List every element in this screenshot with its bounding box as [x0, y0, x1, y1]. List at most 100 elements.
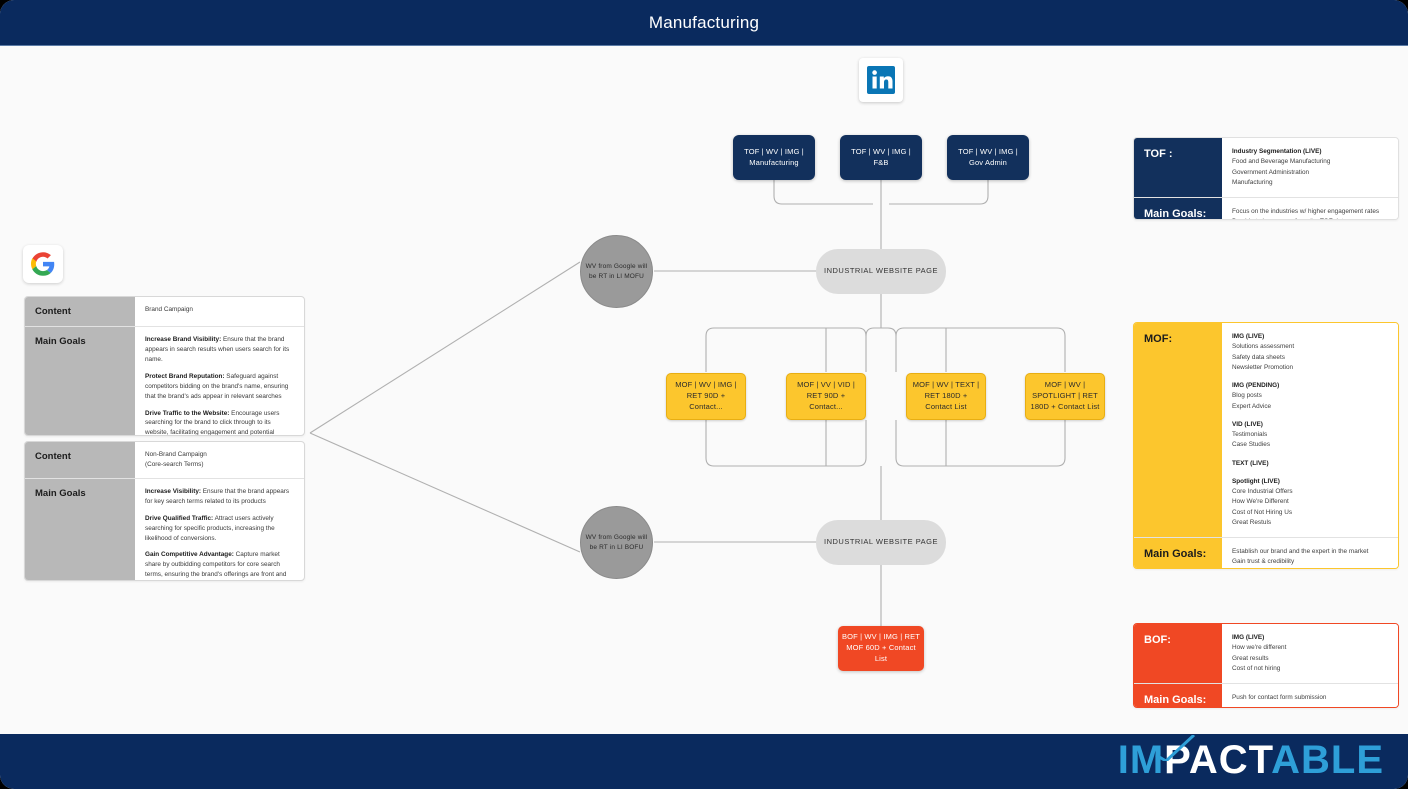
node-label: MOF | WV | SPOTLIGHT | RET 180D + Contac…	[1030, 380, 1100, 411]
table-brand-campaign: Content Brand Campaign Main Goals Increa…	[24, 296, 305, 436]
node-tof-gov-admin[interactable]: TOF | WV | IMG | Gov Admin	[947, 135, 1029, 180]
table-non-brand-campaign: Content Non-Brand Campaign (Core-search …	[24, 441, 305, 581]
legend-group-title: Spotlight (LIVE)	[1232, 477, 1280, 485]
goal-title: Protect Brand Reputation:	[145, 372, 225, 380]
node-circle-bofu[interactable]: WV from Google will be RT in LI BOFU	[580, 506, 653, 579]
node-tof-manufacturing[interactable]: TOF | WV | IMG | Manufacturing	[733, 135, 815, 180]
legend-group-title: VID (LIVE)	[1232, 420, 1263, 428]
footer-bar: IMPACTABLE	[0, 734, 1408, 789]
legend-group-line: Case Studies	[1232, 441, 1271, 449]
impactable-logo: IMPACTABLE	[1118, 735, 1384, 783]
logo-wordmark: IMPACTABLE	[1118, 740, 1384, 780]
legend-group-line: Great Restuls	[1232, 518, 1272, 526]
legend-goal-line: Focus on the industries w/ higher engage…	[1232, 208, 1380, 215]
legend-group: VID (LIVE) Testimonials Case Studies	[1232, 420, 1388, 451]
goal-title: Drive Qualified Traffic:	[145, 514, 214, 522]
legend-group: Spotlight (LIVE) Core Industrial Offers …	[1232, 477, 1388, 528]
goal-title: Drive Traffic to the Website:	[145, 409, 230, 417]
legend-group: IMG (PENDING) Blog posts Expert Advice	[1232, 381, 1388, 412]
legend-group-line: Newsletter Promotion	[1232, 363, 1294, 371]
node-label: INDUSTRIAL WEBSITE PAGE	[823, 266, 939, 276]
node-label: MOF | WV | IMG | RET 90D + Contact...	[675, 380, 737, 411]
legend-key-mof: MOF:	[1134, 323, 1222, 537]
table-key-main-goals: Main Goals	[25, 327, 135, 435]
table-row: Content Non-Brand Campaign (Core-search …	[25, 442, 304, 478]
legend-value-main-goals: Establish our brand and the expert in th…	[1222, 538, 1398, 568]
legend-group-title: TEXT (LIVE)	[1232, 459, 1269, 467]
legend-group-line: Cost of not hiring	[1232, 664, 1281, 672]
legend-group-line: Cost of Not Hiring Us	[1232, 508, 1293, 516]
node-mof-img[interactable]: MOF | WV | IMG | RET 90D + Contact...	[666, 373, 746, 420]
goal-item: Increase Visibility: Ensure that the bra…	[145, 487, 294, 507]
goal-text: Attract users actively searching for spe…	[145, 514, 275, 542]
legend-value-main-goals: Push for contact form submission	[1222, 684, 1398, 707]
node-label: MOF | WV | TEXT | RET 180D + Contact Lis…	[912, 380, 980, 411]
node-mof-vid[interactable]: MOF | VV | VID | RET 90D + Contact...	[786, 373, 866, 420]
legend-group-line: Government Administration	[1232, 168, 1310, 176]
legend-group-line: Core Industrial Offers	[1232, 488, 1293, 495]
legend-group-line: Testimonials	[1232, 431, 1268, 438]
legend-goal-line: Establish our brand and the expert in th…	[1232, 548, 1369, 555]
legend-group-title: IMG (LIVE)	[1232, 634, 1265, 641]
table-value-content: Brand Campaign	[145, 306, 193, 313]
legend-group: Industry Segmentation (LIVE) Food and Be…	[1232, 147, 1388, 188]
table-value-content: Non-Brand Campaign (Core-search Terms)	[145, 451, 207, 468]
legend-group-line: How We're Different	[1232, 498, 1289, 506]
legend-value-main-goals: Focus on the industries w/ higher engage…	[1222, 198, 1398, 219]
legend-group-line: Safety data sheets	[1232, 353, 1285, 361]
legend-row: Main Goals: Establish our brand and the …	[1134, 537, 1398, 568]
legend-value-tof: Industry Segmentation (LIVE) Food and Be…	[1222, 138, 1398, 197]
goal-title: Increase Brand Visibility:	[145, 336, 222, 343]
logo-part-3: ABLE	[1271, 738, 1384, 782]
legend-group: IMG (LIVE) How we're different Great res…	[1232, 633, 1388, 674]
goal-item: Drive Traffic to the Website: Encourage …	[145, 409, 294, 436]
linkedin-icon	[859, 58, 903, 102]
legend-group-title: IMG (LIVE)	[1232, 333, 1265, 340]
table-key-content: Content	[25, 442, 135, 478]
legend-group-line: Expert Advice	[1232, 402, 1272, 410]
legend-group-line: Food and Beverage Manufacturing	[1232, 158, 1331, 166]
legend-row: TOF : Industry Segmentation (LIVE) Food …	[1134, 138, 1398, 197]
node-mof-spotlight[interactable]: MOF | WV | SPOTLIGHT | RET 180D + Contac…	[1025, 373, 1105, 420]
table-value-main-goals: Increase Brand Visibility: Ensure that t…	[135, 327, 304, 436]
legend-key-bof: BOF:	[1134, 624, 1222, 683]
node-label: TOF | WV | IMG | Gov Admin	[958, 146, 1018, 167]
goal-text: Ensure that the brand appears in search …	[145, 336, 290, 363]
goal-title: Increase Visibility:	[145, 487, 202, 495]
node-label: TOF | WV | IMG | F&B	[851, 146, 911, 167]
node-circle-mofu[interactable]: WV from Google will be RT in LI MOFU	[580, 235, 653, 308]
node-label: BOF | WV | IMG | RET MOF 60D + Contact L…	[842, 632, 921, 663]
table-key-main-goals: Main Goals	[25, 478, 135, 580]
node-label: WV from Google will be RT in LI MOFU	[585, 262, 648, 280]
node-tof-fb[interactable]: TOF | WV | IMG | F&B	[840, 135, 922, 180]
node-industrial-website-page-bottom[interactable]: INDUSTRIAL WEBSITE PAGE	[816, 520, 946, 565]
node-label: INDUSTRIAL WEBSITE PAGE	[823, 537, 939, 547]
header-bar: Manufacturing	[0, 0, 1408, 46]
legend-group-line: Solutions assessment	[1232, 343, 1295, 351]
legend-goal-line: Push for contact form submission	[1232, 694, 1327, 701]
node-bof-img[interactable]: BOF | WV | IMG | RET MOF 60D + Contact L…	[838, 626, 924, 671]
goal-item: Protect Brand Reputation: Safeguard agai…	[145, 372, 294, 402]
goal-text: Ensure that the brand appears for key se…	[145, 487, 290, 505]
table-row: Main Goals Increase Visibility: Ensure t…	[25, 477, 304, 580]
node-label: TOF | WV | IMG | Manufacturing	[744, 146, 804, 167]
node-label: WV from Google will be RT in LI BOFU	[585, 533, 648, 551]
node-industrial-website-page-top[interactable]: INDUSTRIAL WEBSITE PAGE	[816, 249, 946, 294]
legend-tof: TOF : Industry Segmentation (LIVE) Food …	[1133, 137, 1399, 220]
logo-part-2: PACT	[1164, 738, 1272, 782]
legend-group: TEXT (LIVE)	[1232, 459, 1388, 469]
legend-group: IMG (LIVE) Solutions assessment Safety d…	[1232, 332, 1388, 373]
legend-value-bof: IMG (LIVE) How we're different Great res…	[1222, 624, 1398, 683]
goal-text: Encourage users searching for the brand …	[145, 409, 280, 436]
table-row: Main Goals Increase Brand Visibility: En…	[25, 326, 304, 436]
legend-bof: BOF: IMG (LIVE) How we're different Grea…	[1133, 623, 1399, 708]
legend-group-line: Manufacturing	[1232, 178, 1273, 186]
legend-value-mof: IMG (LIVE) Solutions assessment Safety d…	[1222, 323, 1398, 537]
logo-part-1: IM	[1117, 738, 1165, 782]
table-row: Content Brand Campaign	[25, 297, 304, 326]
node-mof-text[interactable]: MOF | WV | TEXT | RET 180D + Contact Lis…	[906, 373, 986, 420]
goal-item: Drive Qualified Traffic: Attract users a…	[145, 514, 294, 544]
legend-row: Main Goals: Push for contact form submis…	[1134, 683, 1398, 707]
